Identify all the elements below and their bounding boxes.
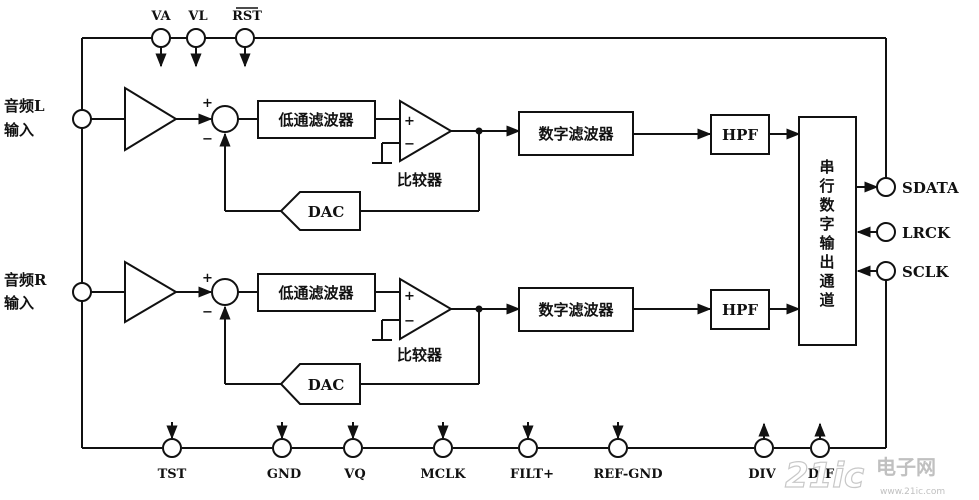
lpf-block-left xyxy=(257,100,376,139)
pin-label-filt-plus: FILT+ xyxy=(510,467,554,482)
svg-text:输: 输 xyxy=(819,234,835,252)
pin-div xyxy=(754,422,774,458)
svg-text:串: 串 xyxy=(819,158,834,176)
dac-block-right xyxy=(279,363,361,405)
pin-tst xyxy=(162,422,182,458)
summing-junction-right xyxy=(211,278,239,306)
pin-lrck xyxy=(856,222,896,242)
channel-left xyxy=(72,86,801,231)
input-label-right-2: 输入 xyxy=(4,294,34,312)
pin-label-dif: DIF xyxy=(808,467,835,482)
hpf-block-left xyxy=(710,114,770,155)
minus-sign-right: − xyxy=(202,305,213,320)
pin-rst xyxy=(235,28,255,68)
pin-gnd xyxy=(272,422,292,458)
input-label-left-1: 音频L xyxy=(4,97,45,115)
lpf-label-left: 低通滤波器 xyxy=(277,111,354,129)
pin-filt-plus xyxy=(518,422,538,458)
pin-label-gnd: GND xyxy=(267,467,301,482)
svg-text:字: 字 xyxy=(819,215,834,233)
comp-plus-right: + xyxy=(404,289,415,304)
pin-label-tst: TST xyxy=(158,467,187,482)
input-label-right-1: 音频R xyxy=(4,271,47,289)
serial-output-label: 串 行 数 字 输 出 通 道 xyxy=(818,158,835,309)
input-amplifier-left xyxy=(124,86,178,152)
digital-filter-label-right: 数字滤波器 xyxy=(538,301,614,319)
input-pin-left xyxy=(72,109,92,129)
hpf-block-right xyxy=(710,289,770,330)
watermark-logo: 21ic 电子网 www.21ic.com xyxy=(784,455,945,497)
digital-filter-label-left: 数字滤波器 xyxy=(538,125,614,143)
comparator-left xyxy=(399,99,453,163)
pin-vq xyxy=(343,422,363,458)
svg-text:行: 行 xyxy=(818,177,834,195)
pin-sdata xyxy=(856,177,896,197)
dac-block-left xyxy=(279,191,361,231)
pin-label-lrck: LRCK xyxy=(902,224,951,242)
svg-text:电子网: 电子网 xyxy=(876,455,936,479)
svg-text:www.21ic.com: www.21ic.com xyxy=(880,487,945,497)
comp-minus-right: − xyxy=(404,314,415,329)
plus-sign-left: + xyxy=(202,96,213,111)
pin-label-ref-gnd: REF-GND xyxy=(593,467,662,482)
pin-label-va: VA xyxy=(150,9,171,24)
pin-ref-gnd xyxy=(608,422,628,458)
pin-sclk xyxy=(856,261,896,281)
svg-text:通: 通 xyxy=(819,272,834,290)
dac-label-left: DAC xyxy=(308,203,345,221)
dac-label-right: DAC xyxy=(308,376,345,394)
lpf-label-right: 低通滤波器 xyxy=(277,284,354,302)
pin-dif xyxy=(810,422,830,458)
svg-text:出: 出 xyxy=(819,253,834,271)
comparator-label-right: 比较器 xyxy=(397,346,443,364)
pin-vl xyxy=(186,28,206,68)
pin-label-mclk: MCLK xyxy=(420,467,466,482)
plus-sign-right: + xyxy=(202,271,213,286)
comparator-right xyxy=(399,277,453,341)
hpf-label-right: HPF xyxy=(722,301,758,319)
pin-label-div: DIV xyxy=(748,467,776,482)
channel-right xyxy=(72,260,801,405)
svg-text:数: 数 xyxy=(819,196,835,214)
input-label-left-2: 输入 xyxy=(4,121,34,139)
input-amplifier-right xyxy=(124,260,178,324)
svg-text:21ic: 21ic xyxy=(785,456,864,496)
comparator-label-left: 比较器 xyxy=(397,171,443,189)
minus-sign-left: − xyxy=(202,132,213,147)
pin-label-sclk: SCLK xyxy=(902,263,949,281)
input-pin-right xyxy=(72,282,92,302)
svg-text:道: 道 xyxy=(819,291,834,309)
chip-outline xyxy=(81,37,887,449)
digital-filter-block-left xyxy=(518,111,634,156)
pin-label-rst: RST xyxy=(232,9,262,24)
pin-label-vl: VL xyxy=(187,9,207,24)
comp-plus-left: + xyxy=(404,114,415,129)
pin-va xyxy=(151,28,171,68)
summing-junction-left xyxy=(211,105,239,133)
hpf-label-left: HPF xyxy=(722,126,758,144)
pin-label-sdata: SDATA xyxy=(902,179,959,197)
pin-label-vq: VQ xyxy=(343,467,365,482)
comp-minus-left: − xyxy=(404,137,415,152)
pin-mclk xyxy=(433,422,453,458)
serial-output-block xyxy=(798,116,857,346)
